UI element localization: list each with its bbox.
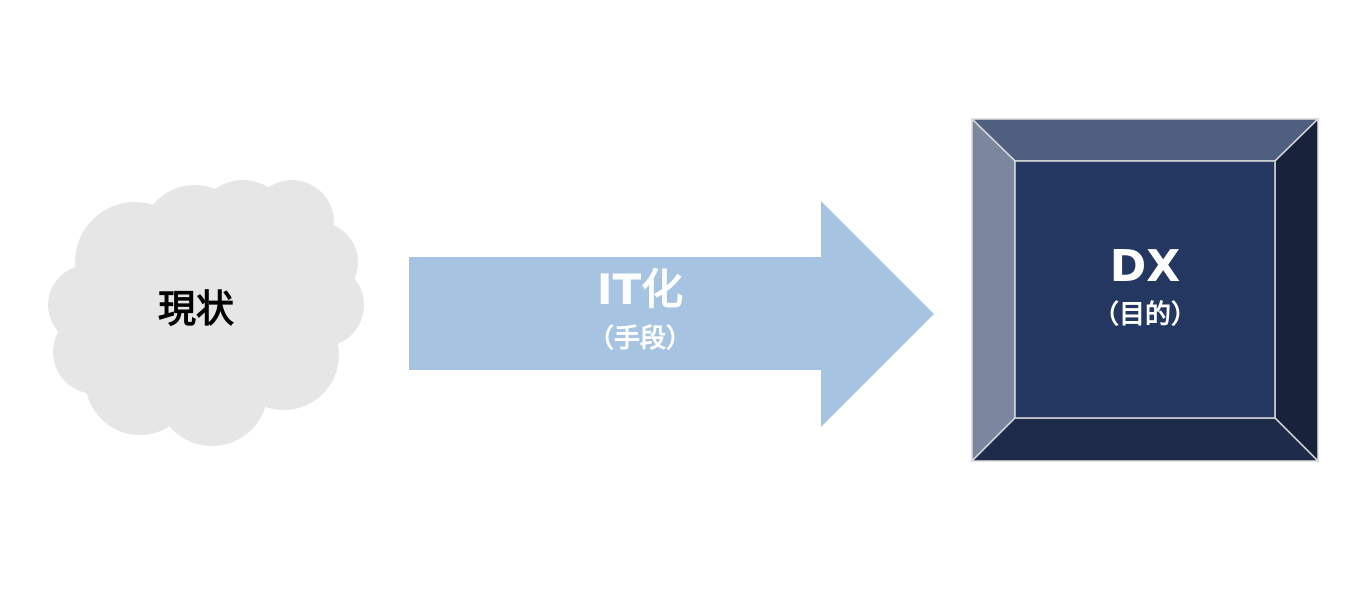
dx-bevel-box	[970, 117, 1320, 463]
means-label: （手段）	[587, 324, 692, 354]
purpose-label: （目的）	[1092, 300, 1197, 330]
dx-label: DX	[1109, 241, 1181, 292]
right-arrow-shape	[409, 201, 934, 427]
current-state-label: 現状	[157, 287, 234, 331]
cloud-shape	[48, 180, 364, 446]
it-label: IT化	[596, 265, 684, 314]
